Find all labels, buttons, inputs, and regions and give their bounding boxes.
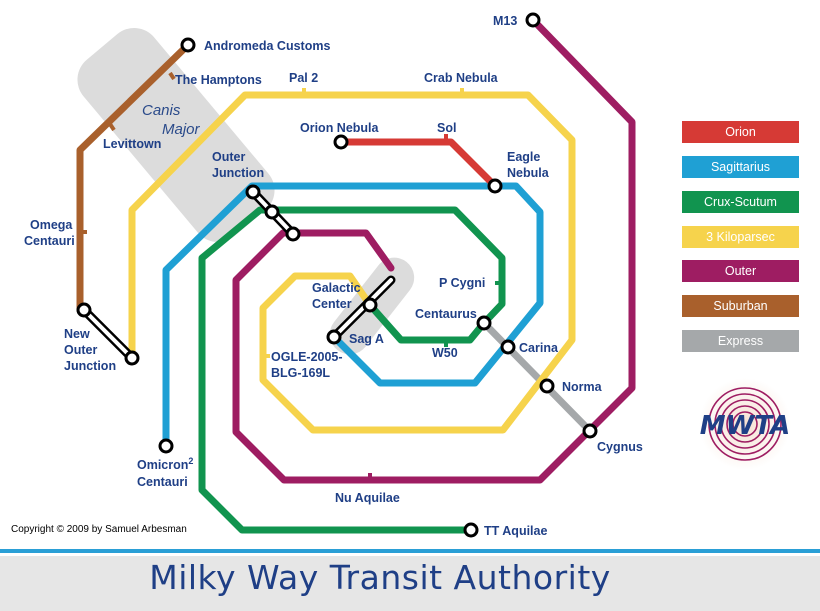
outer-line (232, 16, 636, 484)
label-omega-centauri: Centauri (24, 234, 75, 248)
label-andromeda-customs: Andromeda Customs (204, 39, 330, 53)
label-sag-a: Sag A (349, 332, 384, 346)
label-crab-nebula: Crab Nebula (424, 71, 499, 85)
label-omega: Omega (30, 218, 73, 232)
station-circles (76, 12, 598, 538)
express-line (480, 319, 594, 435)
station-labels: Andromeda Customs The Hamptons Levittown… (24, 14, 643, 538)
station-outer-junction-a[interactable] (245, 184, 261, 200)
sagittarius-line (162, 182, 544, 450)
orion-line (337, 138, 499, 190)
station-carina[interactable] (500, 339, 516, 355)
label-tt-aquilae: TT Aquilae (484, 524, 547, 538)
legend-orion[interactable]: Orion (682, 121, 799, 143)
station-new-outer-junction-a[interactable] (76, 302, 92, 318)
label-norma: Norma (562, 380, 603, 394)
legend-suburban[interactable]: Suburban (682, 295, 799, 317)
crux-scutum-line (198, 206, 506, 534)
copyright: Copyright © 2009 by Samuel Arbesman (11, 524, 187, 535)
station-sag-a[interactable] (326, 329, 342, 345)
label-cygnus: Cygnus (597, 440, 643, 454)
label-m13: M13 (493, 14, 517, 28)
region-label-major: Major (162, 121, 201, 138)
label-sol: Sol (437, 121, 456, 135)
label-eagle-nebula: Nebula (507, 166, 550, 180)
station-andromeda-customs[interactable] (180, 37, 196, 53)
station-outer-junction-b[interactable] (264, 204, 280, 220)
label-new: New (64, 327, 90, 341)
legend-sagittarius[interactable]: Sagittarius (682, 156, 799, 178)
label-levittown: Levittown (103, 137, 161, 151)
station-eagle-nebula[interactable] (487, 178, 503, 194)
label-ogle-2: BLG-169L (271, 366, 330, 380)
station-new-outer-junction-b[interactable] (124, 350, 140, 366)
label-outer-junction: Junction (212, 166, 264, 180)
footer-band (0, 556, 820, 611)
label-p-cygni: P Cygni (439, 276, 485, 290)
3-kiloparsec-line (128, 91, 576, 434)
station-orion-nebula[interactable] (333, 134, 349, 150)
label-omicron: Omicron2 (137, 456, 193, 472)
label-w50: W50 (432, 346, 458, 360)
label-ogle-1: OGLE-2005- (271, 350, 343, 364)
station-omicron2-centauri[interactable] (158, 438, 174, 454)
station-cygnus[interactable] (582, 423, 598, 439)
station-norma[interactable] (539, 378, 555, 394)
legend-crux-scutum[interactable]: Crux-Scutum (682, 191, 799, 213)
legend-express[interactable]: Express (682, 330, 799, 352)
legend-3-kiloparsec[interactable]: 3 Kiloparsec (682, 226, 799, 248)
station-outer-junction-c[interactable] (285, 226, 301, 242)
region-label-canis: Canis (142, 102, 181, 119)
station-m13[interactable] (525, 12, 541, 28)
label-the-hamptons: The Hamptons (175, 73, 262, 87)
logo-text: MWTA (700, 411, 790, 441)
label-new-outer: Outer (64, 343, 97, 357)
label-eagle: Eagle (507, 150, 540, 164)
legend-outer[interactable]: Outer (682, 260, 799, 282)
station-centaurus[interactable] (476, 315, 492, 331)
station-galactic-center[interactable] (362, 297, 378, 313)
label-carina: Carina (519, 341, 559, 355)
station-tt-aquilae[interactable] (463, 522, 479, 538)
label-galactic: Galactic (312, 281, 361, 295)
label-centaurus: Centaurus (415, 307, 477, 321)
canis-major-region (77, 27, 275, 243)
label-orion-nebula: Orion Nebula (300, 121, 380, 135)
footer-rule (0, 549, 820, 553)
label-new-junction: Junction (64, 359, 116, 373)
label-outer: Outer (212, 150, 245, 164)
label-nu-aquilae: Nu Aquilae (335, 491, 400, 505)
label-galactic-center: Center (312, 297, 352, 311)
label-pal2: Pal 2 (289, 71, 318, 85)
station-ticks (80, 71, 502, 480)
label-omicron-centauri: Centauri (137, 475, 188, 489)
page-title: Milky Way Transit Authority (149, 558, 611, 597)
mwta-logo: MWTA (699, 378, 791, 470)
